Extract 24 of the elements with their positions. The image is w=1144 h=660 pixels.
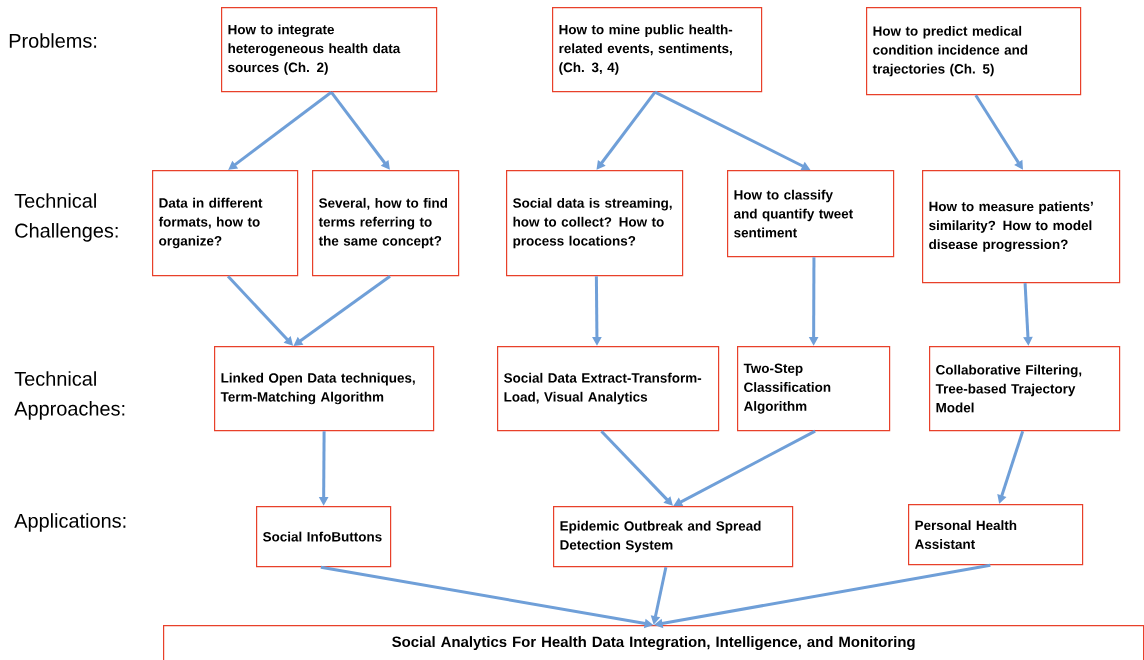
text-box: Two-Step Classification Algorithm [737, 346, 891, 432]
text-box: Social Data Extract-Transform-Load, Visual Analytics [497, 346, 720, 432]
text-box: How to integrate heterogeneous health data sources (Ch. 2) [221, 7, 438, 93]
text-box: How to measure patients’ similarity? How to model disease progression? [922, 170, 1121, 284]
row-label: Applications: [14, 513, 126, 532]
text-box: Several, how to find terms referring to the same concept? [312, 170, 460, 277]
arrow [596, 91, 657, 170]
row-label: Technical Approaches: [14, 371, 125, 420]
text-box: Data in different formats, how to organize? [152, 170, 299, 277]
text-box: Linked Open Data techniques, Term-Matching Algorithm [214, 346, 435, 432]
arrow [600, 430, 673, 506]
text-box: How to mine public health-related events, sentiments, (Ch. 3, 4) [552, 7, 763, 93]
row-label: Problems: [9, 33, 97, 48]
text-box: Personal Health Assistant [908, 504, 1084, 566]
text-box: Collaborative Filtering, Tree-based Trajectory Model [929, 346, 1121, 432]
text-box: Social InfoButtons [256, 506, 392, 568]
text-box: How to classify and quantify tweet sentiment [727, 170, 895, 258]
arrow [330, 91, 390, 170]
text-box: How to predict medical condition incidence and trajectories (Ch. 5) [866, 7, 1082, 96]
row-label: Technical Challenges: [14, 193, 118, 242]
arrow [228, 91, 333, 170]
text-box: Epidemic Outbreak and Spread Detection System [553, 506, 794, 568]
text-box: Social data is streaming, how to collect? How to process locations? [506, 170, 684, 277]
title-banner: Social Analytics For Health Data Integration, Intelligence, and Monitoring [163, 625, 1144, 660]
